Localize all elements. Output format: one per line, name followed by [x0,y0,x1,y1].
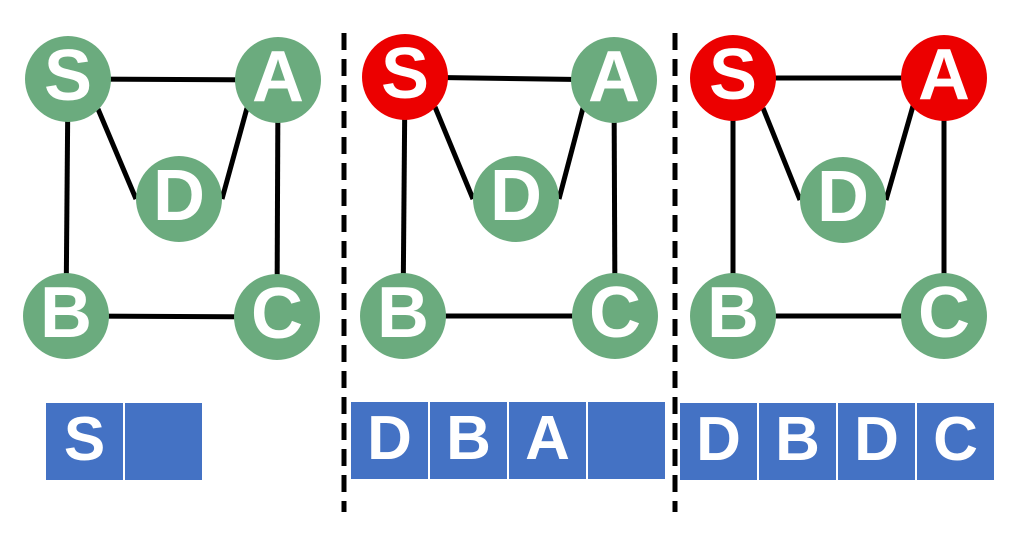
node-s: S [690,35,776,121]
queue-cell: D [680,403,757,480]
edge-s-d [760,107,803,201]
queue-cell: D [351,402,428,479]
node-b: B [360,273,446,359]
queue-cell: A [509,402,586,479]
node-c: C [572,273,658,359]
node-d: D [473,156,559,242]
queue-cell [125,403,202,480]
queue-cell: C [917,403,994,480]
queue-cell [588,402,665,479]
node-c: C [234,274,320,360]
edge-a-d [556,107,586,200]
queue-step-2: D B A [351,402,665,479]
node-d: D [800,157,886,243]
queue-cell: B [430,402,507,479]
edge-a-d [219,107,250,200]
node-s: S [25,36,111,122]
node-d: D [136,156,222,242]
node-b: B [23,273,109,359]
queue-cell: S [46,403,123,480]
queue-step-1: S [46,403,202,480]
node-a: A [571,37,657,123]
queue-cell: D [838,403,915,480]
queue-step-3: D B D C [680,403,994,480]
edge-s-d [95,108,139,200]
node-a: A [235,37,321,123]
node-a: A [901,35,987,121]
queue-cell: B [759,403,836,480]
node-s: S [362,34,448,120]
node-c: C [901,273,987,359]
edge-s-d [432,106,476,200]
edge-a-d [883,105,916,201]
node-b: B [690,273,776,359]
